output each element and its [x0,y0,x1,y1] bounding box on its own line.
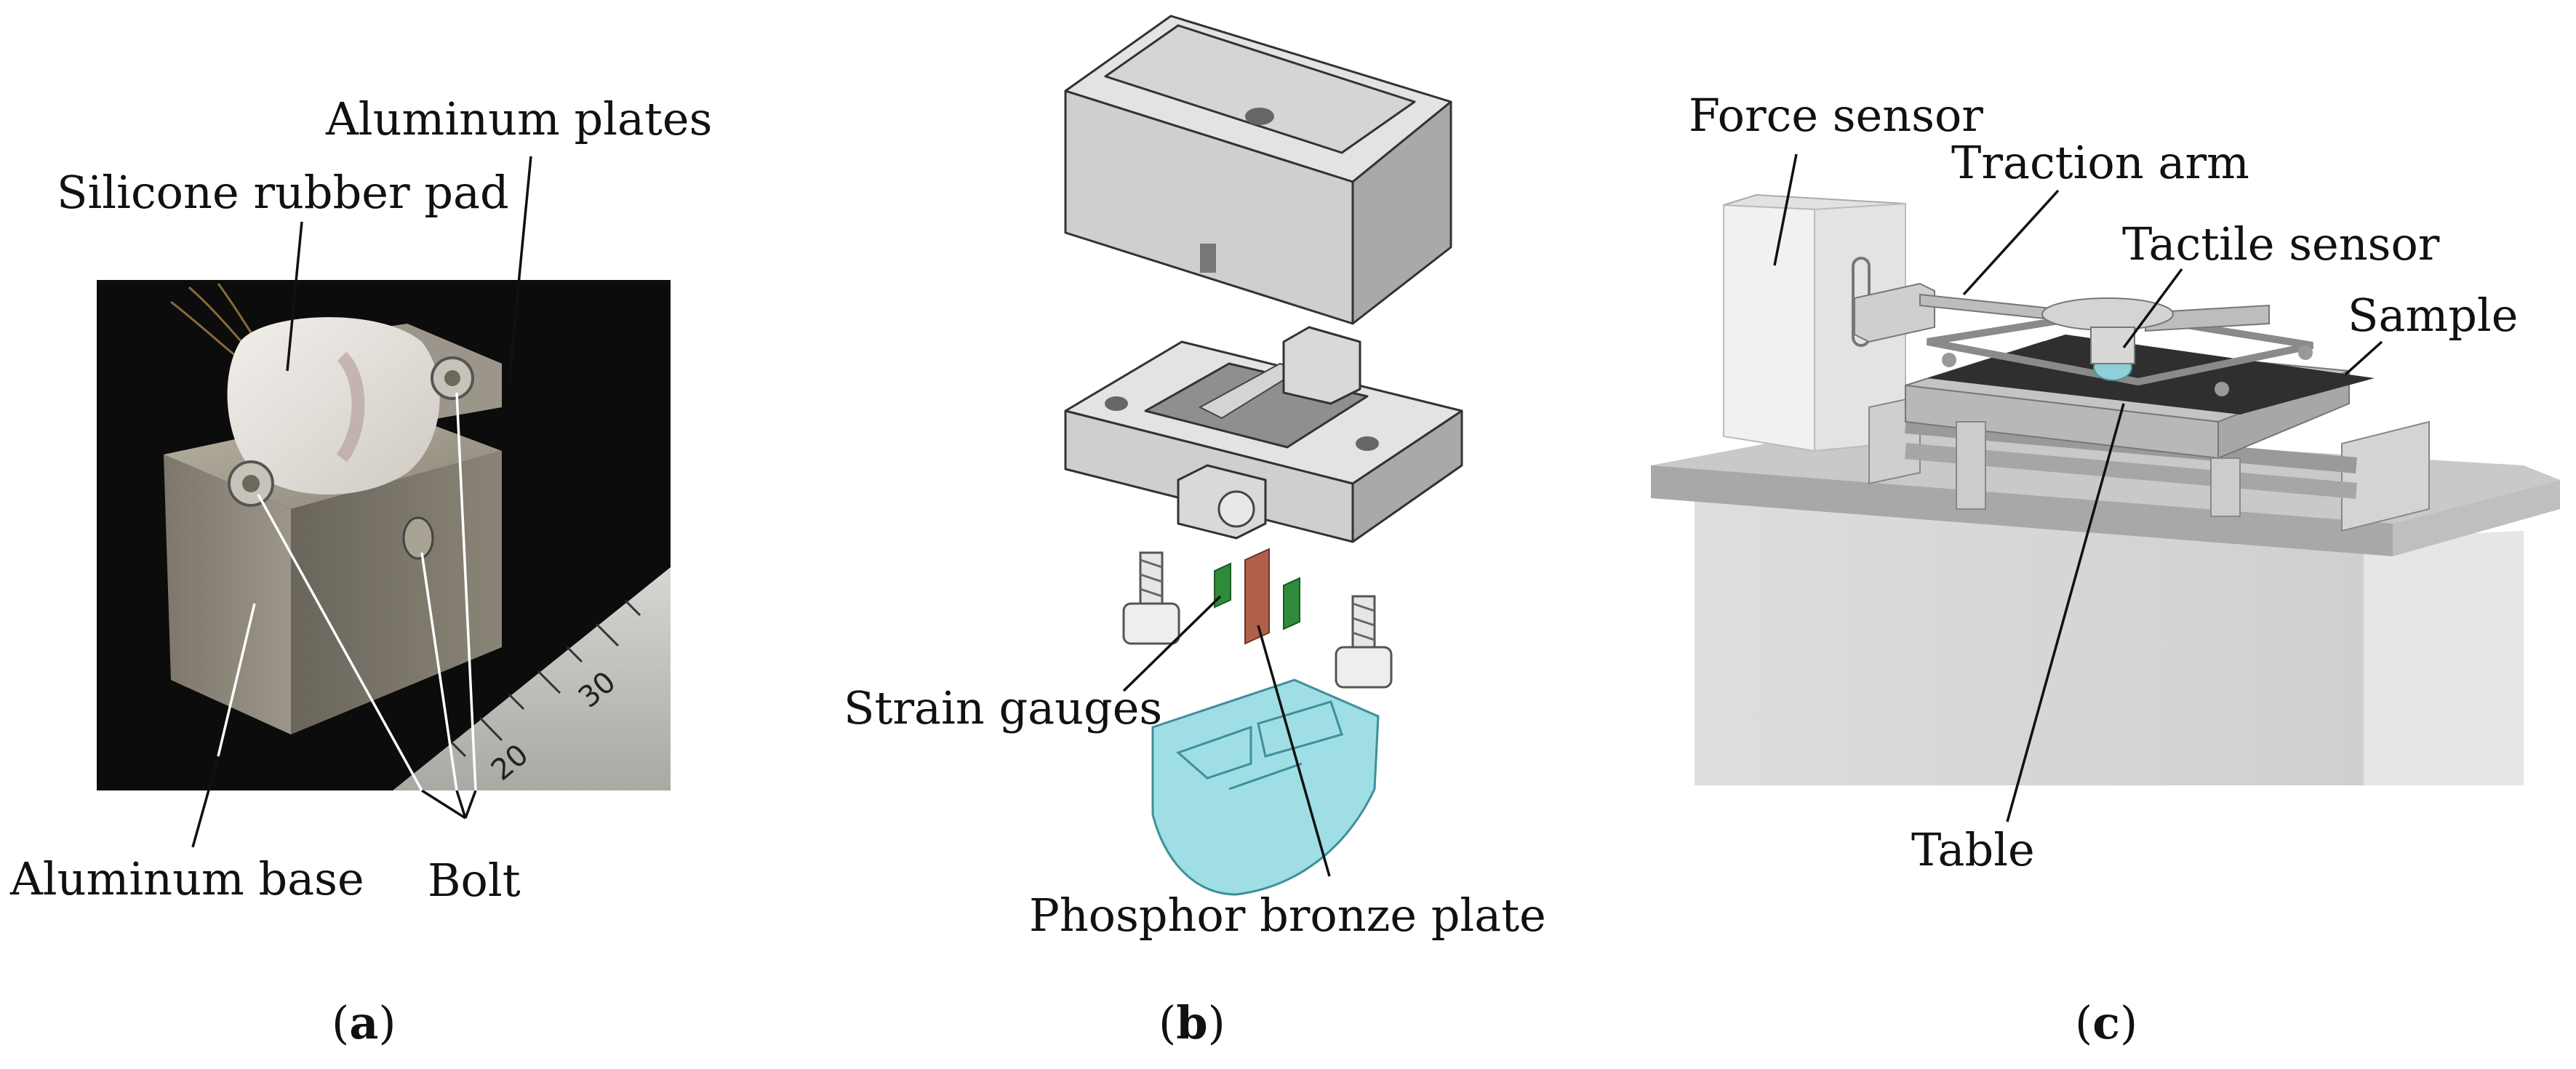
label-table: Table [1911,823,2035,876]
label-force-sensor: Force sensor [1689,89,1983,142]
traction-arm-bracket [1854,282,1935,343]
aluminum-base-front [164,455,291,734]
leader-force-sensor [1773,153,1798,266]
silicone-pad-shading [336,351,365,463]
traction-arm-frame [1927,308,2314,386]
ruler [393,567,671,790]
tabletop-front [1651,465,2393,556]
force-sensor-front [1723,204,1815,452]
leader-aluminum-base-photo [217,603,256,757]
panel-b: Strain gauges Phosphor bronze plate (b) [844,15,1546,1049]
cabinet-side [2364,531,2524,785]
strain-gauge-right [1283,577,1300,630]
stage-leg-left [1956,421,1986,510]
leader-tactile-sensor [2122,268,2183,349]
label-sample: Sample [2348,289,2518,342]
bolt-socket-right [444,370,460,386]
aluminum-base-side [291,451,502,734]
post-b [2298,345,2313,360]
leader-bolt-a [421,789,466,820]
leader-sample [2344,340,2383,376]
traction-arm-bar [1919,293,2059,321]
frame-hole-right [1356,436,1379,451]
silicone-pad-inner-lines [1176,700,1343,790]
frame-post-screw [1217,490,1255,528]
frame-hole-left [1105,396,1128,411]
phosphor-bronze-plate [1244,548,1270,645]
caption-a: (a) [332,996,396,1049]
top-block-side-face [1351,100,1452,325]
bolt-socket-left [242,475,260,492]
frame-post-rear [1282,326,1361,405]
panel-a: 30 20 Aluminum plates Silicone rubber pa… [9,92,712,1049]
leader-aluminum-plates [508,156,532,383]
leader-silicone-pad [286,221,303,372]
label-phosphor-bronze-plate: Phosphor bronze plate [1029,889,1546,942]
leader-bolt-photo-a [257,494,423,791]
leader-bolt-photo-b [420,552,458,791]
label-traction-arm: Traction arm [1951,136,2249,189]
leader-phosphor-bronze [1257,625,1331,877]
leader-traction-arm [1962,189,2060,296]
top-block-hole [1245,108,1274,125]
label-aluminum-base: Aluminum base [9,852,364,905]
leader-aluminum-base-dark [191,756,220,848]
leader-table [2006,403,2125,822]
post-c [2215,382,2229,396]
caption-c: (c) [2075,996,2137,1049]
screw-left [1122,551,1180,645]
frame-side-face [1351,409,1463,543]
post-a [1942,353,1956,367]
tabletop-side [2393,480,2560,556]
tactile-sensor-disk [2041,297,2174,331]
sample-sheet [1927,335,2375,415]
leader-bolt-b [455,790,467,819]
label-tactile-sensor: Tactile sensor [2122,217,2440,271]
silicone-pad [227,317,440,495]
label-aluminum-plates: Aluminum plates [325,92,712,145]
caption-b: (b) [1159,996,1225,1049]
rail-end-block-right [2341,420,2430,532]
tactile-sensor-body [2090,327,2135,364]
top-block-slot [1200,244,1216,273]
silicone-pad-cad [1151,678,1380,896]
screw-right [1335,595,1393,689]
ruler-ticks [449,599,641,758]
cabinet-front [1695,495,2364,785]
bolt-side [402,516,434,560]
label-strain-gauges: Strain gauges [844,681,1162,734]
panel-c: Force sensor Traction arm Tactile sensor… [1651,89,2560,1049]
top-block-groove [1104,24,1416,154]
label-bolt: Bolt [428,854,521,907]
stage-leg-right [2210,457,2241,517]
leader-bolt-photo-c [455,392,477,791]
leader-strain-gauges [1122,595,1222,692]
label-silicone-rubber-pad: Silicone rubber pad [57,166,509,219]
leader-bolt-c [464,790,477,819]
